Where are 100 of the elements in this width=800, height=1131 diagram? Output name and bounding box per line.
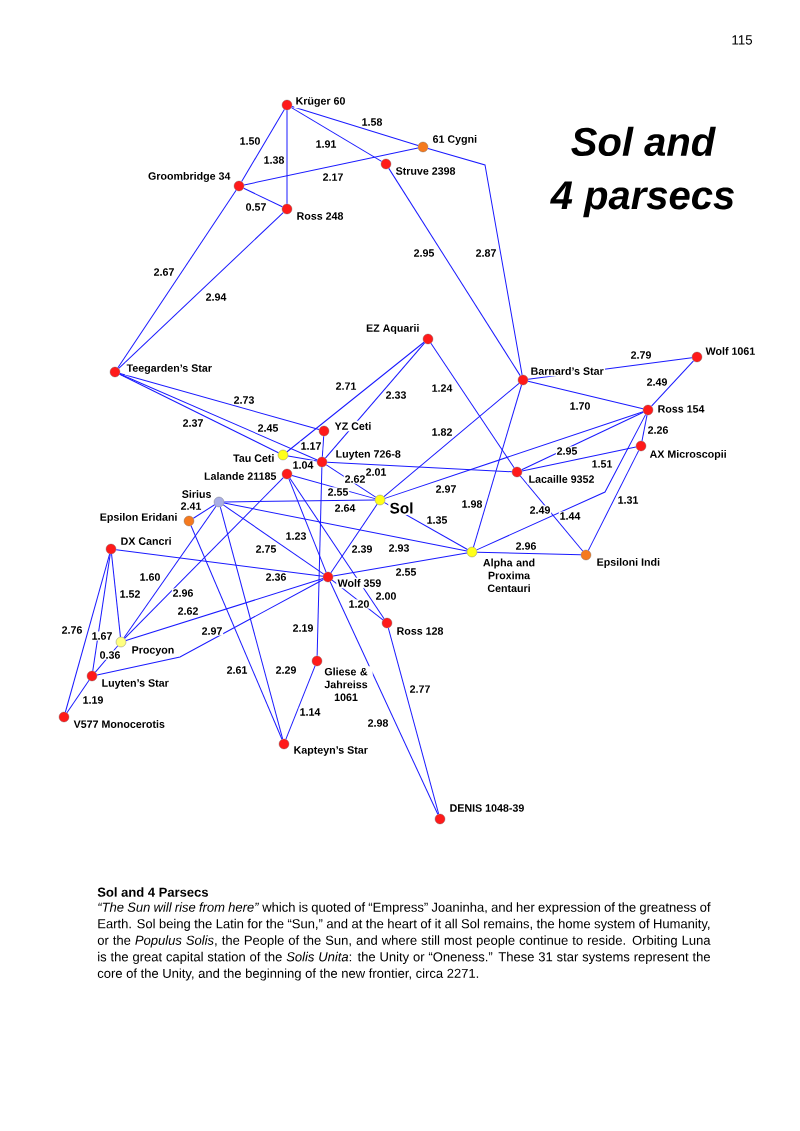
distance-label: 1.70 (568, 401, 592, 411)
star-name: Ross 248 (295, 210, 345, 222)
star-name: Ross 128 (395, 625, 445, 637)
star-name: Kapteyn’s Star (292, 744, 370, 758)
connector-line (521, 446, 637, 472)
connector-line (285, 665, 316, 740)
connector-line (94, 645, 119, 673)
connector-line (289, 477, 385, 620)
connector-line (117, 189, 237, 369)
star-name: Ross 154 (656, 403, 706, 415)
distance-label: 1.20 (347, 599, 371, 609)
connector-line (96, 579, 324, 676)
distance-label: 1.14 (298, 707, 322, 717)
connector-line (123, 505, 217, 639)
star-name: Struve 2398 (394, 165, 457, 177)
connector-line (288, 478, 327, 573)
connector-line (290, 107, 383, 162)
distance-label: 1.44 (558, 511, 582, 521)
distance-label: 2.76 (60, 625, 84, 635)
connector-line (111, 553, 121, 638)
star-name: DX Cancri (119, 535, 173, 547)
distance-label: 1.17 (299, 441, 323, 451)
star-name: Luyten’s Star (100, 677, 171, 691)
distance-label: 1.19 (81, 695, 105, 705)
distance-label: 1.67 (90, 631, 114, 641)
distance-label: 2.49 (645, 377, 669, 387)
connector-line (223, 502, 468, 552)
distance-label: 2.93 (387, 543, 411, 553)
distance-label: 2.94 (204, 292, 228, 302)
star-name: Epsiloni Indi (595, 556, 662, 570)
distance-label: 0.36 (98, 650, 122, 660)
star-name: Teegarden’s Star (125, 362, 214, 376)
distance-label: 2.36 (264, 572, 288, 582)
distance-label: 2.61 (225, 665, 249, 675)
distance-label: 1.38 (262, 155, 286, 165)
distance-label: 2.01 (364, 467, 388, 477)
distance-label: 1.60 (138, 572, 162, 582)
distance-label: 2.39 (350, 544, 374, 554)
connector-line (387, 627, 440, 815)
distance-label: 1.24 (430, 383, 454, 393)
connector-line (476, 414, 647, 551)
connector-line (519, 475, 584, 552)
star-name: Sol (388, 501, 415, 515)
distance-label: 1.98 (460, 499, 484, 509)
connector-line (124, 477, 284, 639)
caption-heading: Sol and 4 Parsecs (97, 887, 208, 897)
distance-label: 2.77 (408, 684, 432, 694)
distance-label: 1.04 (291, 460, 315, 470)
connector-line (332, 552, 468, 577)
distance-label: 1.52 (118, 589, 142, 599)
star-name: Lalande 21185 (202, 470, 278, 482)
connector-line (241, 108, 285, 183)
distance-label: 2.98 (366, 718, 390, 728)
distance-label: 2.64 (333, 503, 357, 513)
connector-line (286, 109, 288, 205)
star-name: Procyon (130, 644, 176, 658)
distance-label: 1.50 (238, 136, 262, 146)
connector-line (66, 679, 90, 714)
distance-label: 2.49 (528, 505, 552, 515)
distance-label: 1.82 (430, 427, 454, 437)
connector-line (651, 360, 694, 407)
connector-line (527, 380, 644, 410)
star-name: EZ Aquarii (364, 322, 421, 336)
distance-label: 2.55 (394, 567, 418, 577)
connector-line (388, 167, 521, 377)
title: Sol and 4 parsecs (550, 126, 734, 218)
connector-line (118, 212, 284, 369)
distance-label: 2.79 (629, 350, 653, 360)
distance-label: 2.62 (343, 474, 367, 484)
connector-line (326, 461, 513, 473)
connector-line (473, 384, 523, 548)
connector-line (430, 342, 515, 469)
connector-line (383, 382, 520, 498)
caption-text: “The Sun will rise from here” which is quoted of “Empress” Joaninha, and her expression of the greatness of Earth. Sol being the Latin for the “Sun,” and at the heart of it all Sol remains, the home system of Humanity, or the Populus Solis, the People of the Sun, and where still most people continue to reside. Orbiting Luna is the great capital station of the Solis Unita: the Unity or “Oneness.” These 31 star systems represent the core of the Unity, and the beginning of the new frontier, circa 2271. (97, 902, 711, 981)
star-name: Alpha and Proxima Centauri (477, 557, 541, 594)
distance-label: 2.87 (474, 248, 498, 258)
distance-label: 2.71 (334, 381, 358, 391)
star-name: Groombridge 34 (146, 170, 232, 184)
connector-line (190, 525, 283, 740)
distance-label: 2.41 (179, 501, 203, 511)
distance-label: 2.95 (555, 446, 579, 456)
connector-line (587, 450, 640, 551)
distance-label: 2.62 (176, 606, 200, 616)
star-name: Barnard’s Star (529, 365, 606, 377)
distance-label: 0.57 (244, 202, 268, 212)
connector-line (243, 147, 419, 186)
star-name: Tau Ceti (231, 452, 276, 464)
distance-label: 2.97 (434, 484, 458, 494)
connector-line (521, 411, 644, 471)
connector-line (324, 342, 426, 459)
connector-line (286, 341, 425, 453)
distance-label: 2.67 (152, 267, 176, 277)
connector-line (92, 553, 111, 672)
distance-label: 2.95 (412, 248, 436, 258)
connector-line (223, 499, 376, 503)
star-name: Wolf 359 (336, 577, 383, 589)
distance-label: 2.17 (321, 172, 345, 182)
distance-label: 2.97 (200, 626, 224, 636)
connector-line (384, 411, 644, 499)
distance-label: 1.58 (360, 117, 384, 127)
